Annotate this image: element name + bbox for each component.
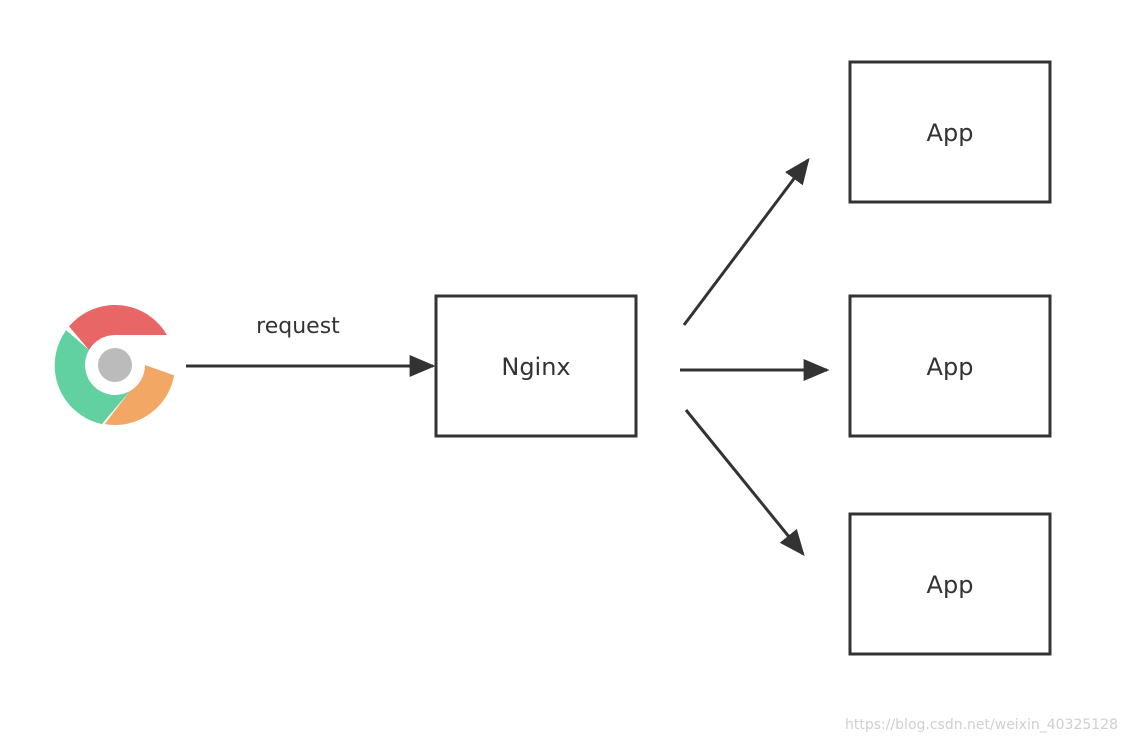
arrow-to-app-top (682, 157, 810, 326)
nginx-box (434, 294, 638, 438)
app-label: App (927, 353, 974, 381)
browser-icon-core (98, 348, 132, 382)
chrome-browser-icon (54, 305, 175, 426)
browser-icon-red-segment (69, 305, 167, 350)
app-node-top: App (848, 60, 1052, 204)
request-label: request (256, 314, 340, 339)
app-box (848, 512, 1052, 656)
app-label: App (927, 571, 974, 599)
browser-icon-green-segment (54, 330, 130, 425)
arrow-to-app-bottom (684, 409, 805, 557)
watermark: https://blog.csdn.net/weixin_40325128 (845, 717, 1118, 733)
app-label: App (927, 119, 974, 147)
browser-icon-orange-segment (104, 365, 175, 426)
app-node-middle: App (848, 294, 1052, 438)
app-node-bottom: App (848, 512, 1052, 656)
app-box (848, 60, 1052, 204)
nginx-label: Nginx (501, 353, 570, 381)
nginx-node: Nginx (434, 294, 638, 438)
app-box (848, 294, 1052, 438)
